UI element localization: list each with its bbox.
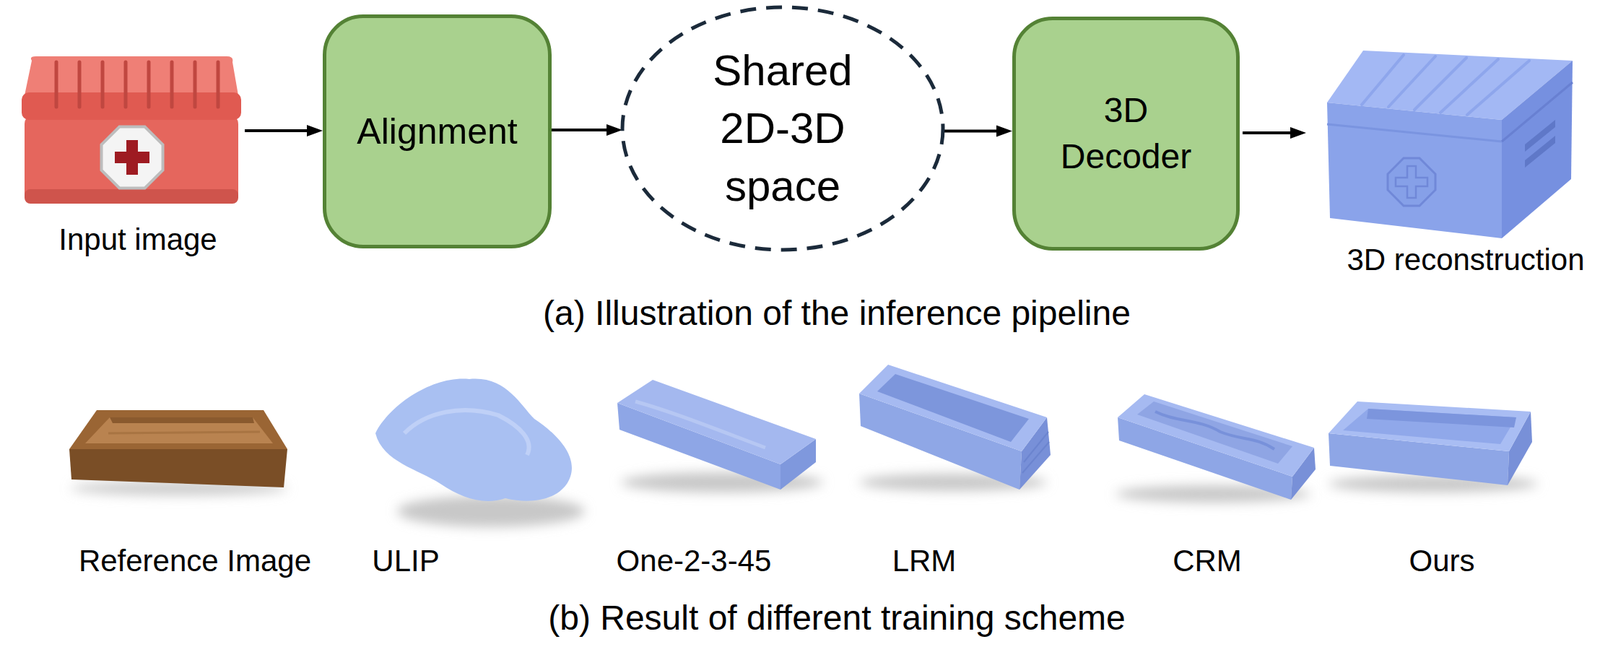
reconstruction-illustration-part	[1524, 135, 1556, 168]
pipeline-arrows-part	[1242, 131, 1301, 135]
lrm-result-part-part	[1022, 441, 1050, 473]
node-text-group: 3D Decoder	[1054, 87, 1199, 180]
ulip-result	[375, 379, 585, 528]
reconstruction-illustration-part	[1327, 102, 1502, 239]
lrm-result-part	[877, 374, 1029, 442]
reference-tray-part	[108, 431, 260, 434]
input-image-illustration-part-part	[170, 62, 175, 107]
node-label: Shared 2D-3D space	[705, 41, 861, 216]
input-image-illustration-part	[101, 127, 164, 189]
node-text-group: Alignment	[356, 108, 517, 155]
one-2-3-45-result-part	[635, 401, 766, 448]
ours-result-part	[1366, 408, 1517, 428]
ours-result-part	[1328, 401, 1531, 452]
image-caption: 3D reconstruction	[1346, 241, 1585, 278]
one-2-3-45-result-part	[617, 379, 816, 465]
alignment-box: Alignment	[322, 14, 552, 249]
dashed-ellipse	[622, 7, 943, 250]
reference-tray-part	[69, 449, 288, 488]
flow-arrow	[942, 129, 1007, 133]
reconstruction-illustration-part	[1361, 54, 1530, 115]
node-label: 3D Decoder	[1054, 87, 1199, 180]
input-image-illustration	[21, 56, 242, 204]
ours-result	[1328, 401, 1538, 493]
reconstruction-illustration-part-part	[1388, 56, 1436, 107]
flow-arrow	[551, 128, 617, 132]
input-image-illustration-part-part	[216, 62, 221, 107]
reconstruction-illustration-part	[1524, 119, 1556, 152]
decoder-box: 3D Decoder	[1012, 16, 1240, 251]
reconstruction-illustration-part	[1501, 82, 1573, 142]
panel-caption: (b) Result of different training scheme	[548, 597, 1126, 639]
input-image-illustration-part-part	[147, 62, 151, 107]
reconstruction-illustration-part	[1395, 166, 1428, 198]
reference-tray	[69, 410, 288, 496]
ulip-result-part	[404, 410, 530, 455]
ours-result-part	[1342, 408, 1517, 445]
lrm-result	[859, 364, 1051, 491]
reference-tray-part	[69, 410, 288, 450]
reconstruction-illustration-part-part	[1467, 60, 1530, 115]
input-image-illustration-part-part	[124, 62, 128, 107]
method-label: LRM	[892, 542, 957, 580]
reconstruction-illustration	[1327, 50, 1573, 239]
crm-result	[1115, 394, 1316, 503]
node-text-group: Shared 2D-3D space	[705, 41, 861, 216]
ulip-result-part	[375, 379, 572, 502]
input-image-illustration-part-part	[101, 62, 105, 107]
lrm-result-part	[1022, 431, 1050, 473]
lrm-result-part	[859, 364, 1047, 452]
reconstruction-illustration-part-part	[1414, 57, 1467, 110]
method-label: Reference Image	[78, 542, 312, 580]
image-caption: Input image	[58, 221, 217, 258]
method-label: Ours	[1408, 542, 1475, 580]
input-image-illustration-part-part	[77, 62, 82, 107]
reconstruction-illustration-part-part	[1440, 59, 1499, 113]
input-image-illustration-part	[56, 62, 219, 107]
node-label: Alignment	[356, 108, 517, 155]
crm-result-part	[1117, 394, 1315, 477]
input-image-illustration-part	[24, 114, 239, 204]
shared-space-ellipse: Shared 2D-3D space	[619, 4, 946, 253]
input-image-illustration-part	[24, 189, 239, 204]
method-label: One-2-3-45	[616, 542, 772, 580]
method-label: ULIP	[371, 542, 439, 580]
input-image-illustration-part-part	[54, 62, 59, 107]
input-image-illustration-part	[114, 151, 150, 164]
panel-caption: (a) Illustration of the inference pipeli…	[542, 292, 1131, 335]
reconstruction-illustration-part	[1327, 124, 1502, 142]
reference-tray-part	[85, 417, 273, 444]
method-label: CRM	[1172, 542, 1242, 580]
reconstruction-illustration-part	[1501, 60, 1573, 239]
crm-result-part	[1155, 411, 1275, 450]
reference-tray-part	[109, 417, 255, 424]
reconstruction-illustration-part	[1387, 158, 1436, 206]
one-2-3-45-result	[617, 379, 824, 493]
pipeline-arrows-part	[244, 129, 317, 133]
crm-result-part	[1137, 401, 1293, 464]
input-image-illustration-part-part	[193, 62, 198, 107]
